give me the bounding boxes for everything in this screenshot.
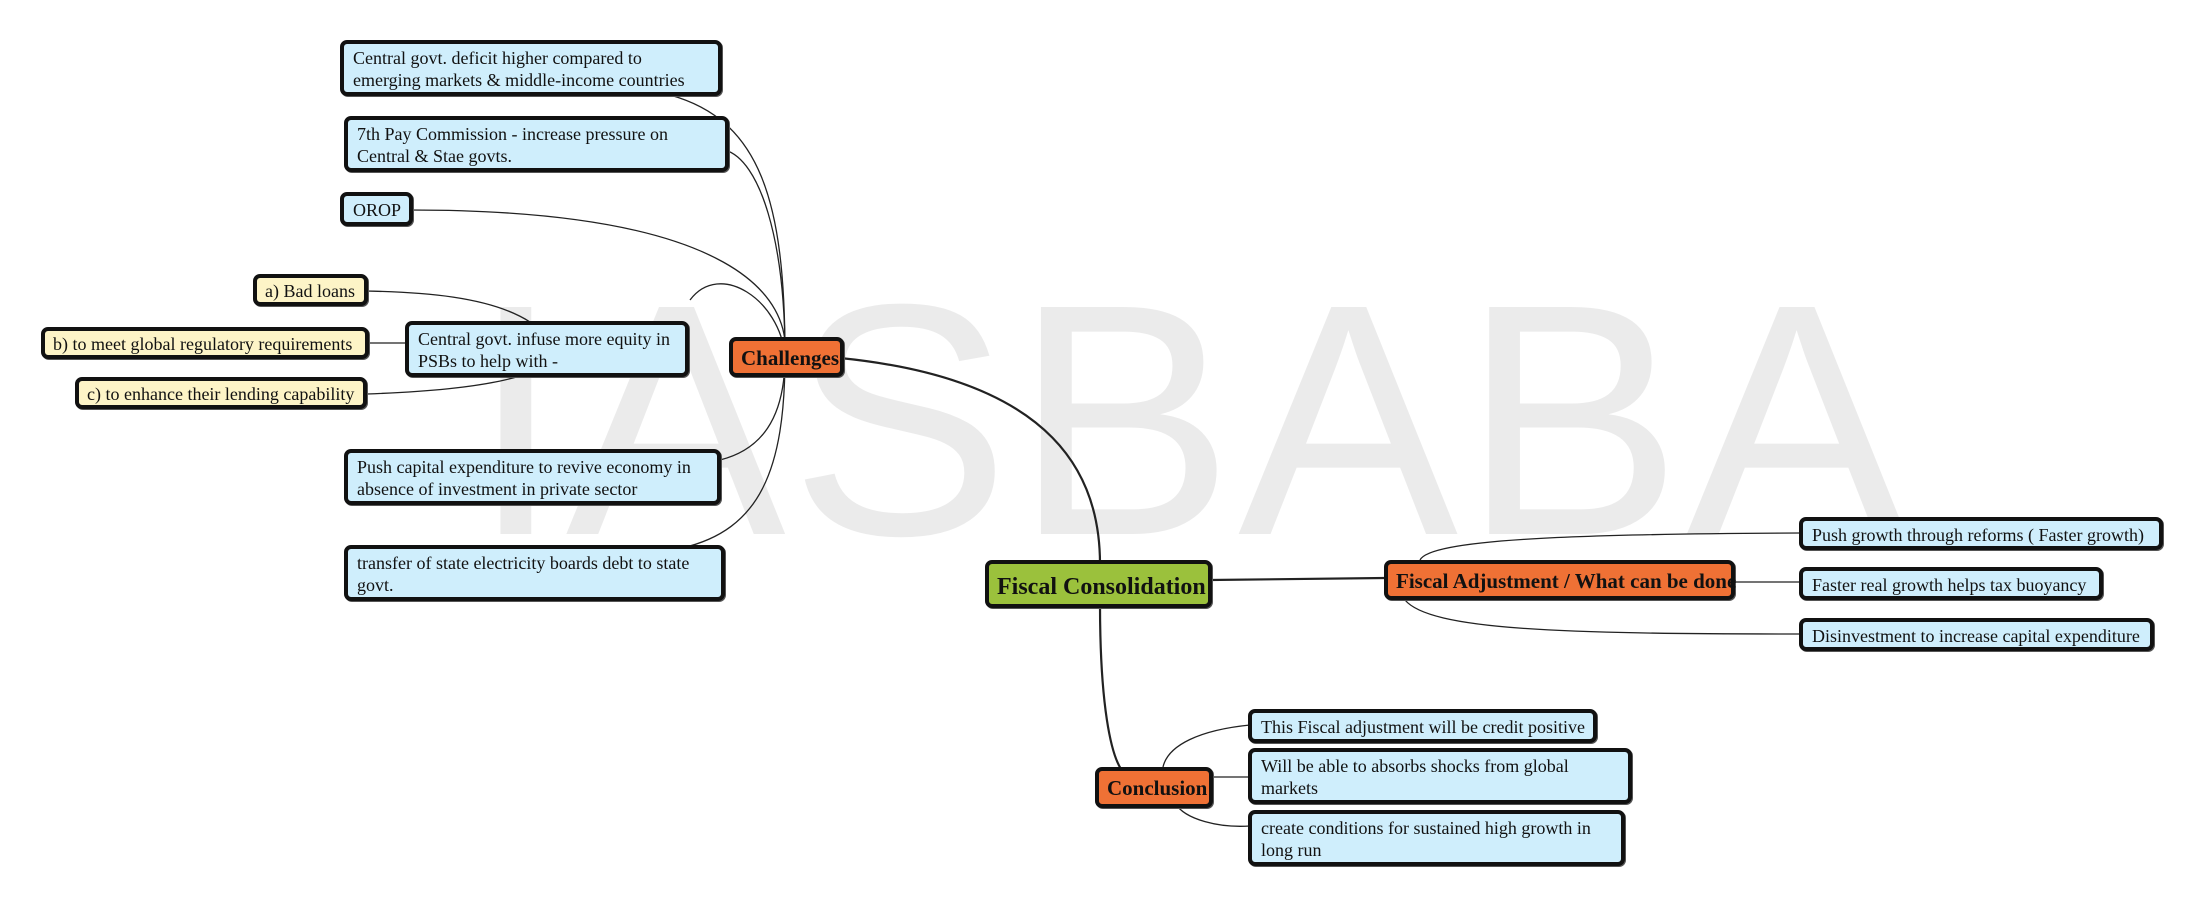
challenge-electricity-debt[interactable]: transfer of state electricity boards deb… [344,545,725,601]
root-node[interactable]: Fiscal Consolidation [985,560,1212,608]
equity-sub-bad-loans[interactable]: a) Bad loans [253,274,368,306]
challenge-pay-commission[interactable]: 7th Pay Commission - increase pressure o… [344,116,729,172]
equity-sub-lending-capability[interactable]: c) to enhance their lending capability [75,377,367,409]
equity-sub-global-regulatory[interactable]: b) to meet global regulatory requirement… [41,327,369,359]
adjustment-reforms-growth[interactable]: Push growth through reforms ( Faster gro… [1799,517,2163,550]
challenge-orop[interactable]: OROP [340,192,413,226]
branch-challenges[interactable]: Challenges [729,337,844,377]
conclusion-credit-positive[interactable]: This Fiscal adjustment will be credit po… [1248,709,1597,743]
conclusion-sustained-growth[interactable]: create conditions for sustained high gro… [1248,810,1625,866]
challenge-psb-equity[interactable]: Central govt. infuse more equity in PSBs… [405,321,689,377]
challenge-capital-expenditure[interactable]: Push capital expenditure to revive econo… [344,449,721,505]
challenge-deficit[interactable]: Central govt. deficit higher compared to… [340,40,722,96]
branch-conclusion[interactable]: Conclusion [1095,767,1213,808]
adjustment-disinvestment[interactable]: Disinvestment to increase capital expend… [1799,618,2154,651]
conclusion-absorb-shocks[interactable]: Will be able to absorbs shocks from glob… [1248,748,1632,804]
branch-fiscal-adjustment[interactable]: Fiscal Adjustment / What can be done [1384,560,1736,600]
adjustment-tax-buoyancy[interactable]: Faster real growth helps tax buoyancy [1799,567,2103,600]
